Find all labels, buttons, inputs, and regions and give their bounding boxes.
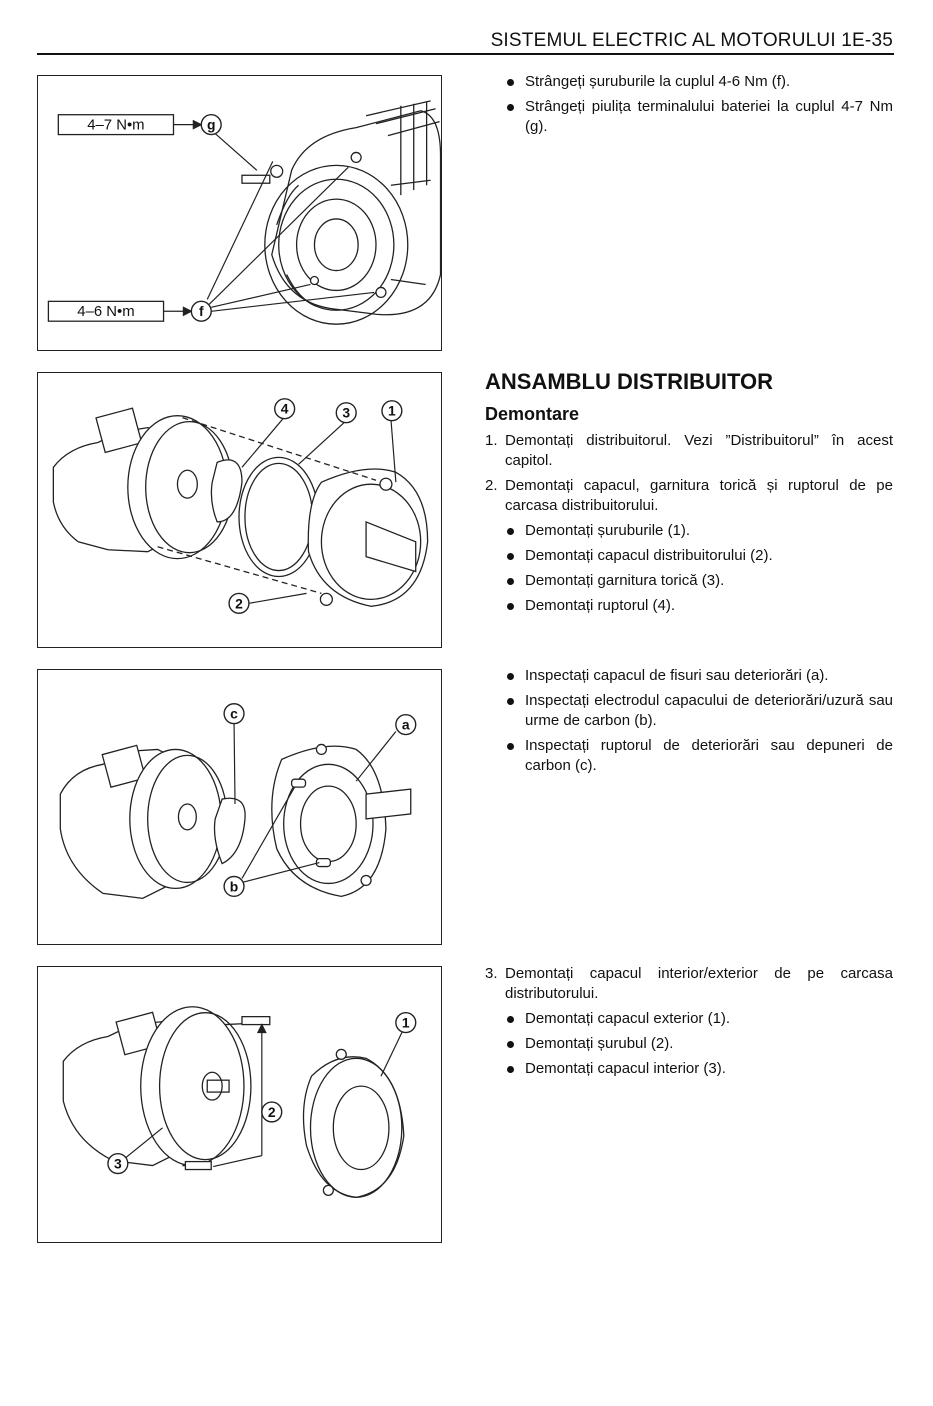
callout-1: 1: [388, 403, 396, 419]
step-item: 3. Demontați capacul interior/exterior d…: [485, 964, 893, 1004]
callout-2: 2: [235, 595, 243, 611]
inspection-bullet-list: Inspectați capacul de fisuri sau deterio…: [485, 666, 893, 776]
section-subtitle: Demontare: [485, 404, 580, 424]
distributor-exploded-illustration: 4 3 1 2: [52, 398, 429, 614]
torque-label-g: 4–7 N•m: [87, 118, 144, 134]
step-list: 1. Demontați distribuitorul. Vezi ”Distr…: [485, 431, 893, 516]
callout-b: b: [230, 878, 238, 894]
step-number: 1.: [485, 432, 498, 449]
list-item: Demontați garnitura torică (3).: [485, 571, 893, 591]
step-number: 3.: [485, 965, 498, 982]
list-item: Demontați ruptorul (4).: [485, 596, 893, 616]
header-rule: [37, 53, 894, 55]
section-alternator-torque: Strângeți șuruburile la cuplul 4-6 Nm (f…: [485, 72, 893, 142]
section-title: ANSAMBLU DISTRIBUITOR: [485, 369, 774, 394]
figure-distributor-inspection: c a b: [37, 669, 442, 945]
list-item: Strângeți șuruburile la cuplul 4-6 Nm (f…: [485, 72, 893, 92]
callout-4: 4: [281, 401, 289, 417]
list-item: Demontați capacul interior (3).: [485, 1059, 893, 1079]
callout-3: 3: [342, 405, 350, 421]
torque-bullet-list: Strângeți șuruburile la cuplul 4-6 Nm (f…: [485, 72, 893, 137]
page-header-title: SISTEMUL ELECTRIC AL MOTORULUI 1E-35: [490, 30, 893, 51]
callout-g: g: [207, 117, 215, 133]
list-item: Demontați capacul exterior (1).: [485, 1009, 893, 1029]
list-item: Strângeți piulița terminalului bateriei …: [485, 97, 893, 137]
list-item: Inspectați electrodul capacului de deter…: [485, 691, 893, 731]
step-text: Demontați capacul, garnitura torică și r…: [505, 477, 893, 514]
section-distributor-disassembly: ANSAMBLU DISTRIBUITOR Demontare 1. Demon…: [485, 369, 893, 621]
step-item: 2. Demontați capacul, garnitura torică ș…: [485, 476, 893, 516]
alternator-illustration: 4–7 N•m 4–6 N•m g f: [47, 100, 441, 325]
figure-alternator: 4–7 N•m 4–6 N•m g f: [37, 75, 442, 351]
step-text: Demontați capacul interior/exterior de p…: [505, 965, 893, 1002]
list-item: Demontați șuruburile (1).: [485, 521, 893, 541]
callout-a: a: [402, 717, 410, 733]
callout-3: 3: [114, 1156, 122, 1172]
callout-2: 2: [268, 1104, 276, 1120]
step-number: 2.: [485, 477, 498, 494]
step-text: Demontați distribuitorul. Vezi ”Distribu…: [505, 432, 893, 469]
list-item: Inspectați ruptorul de deteriorări sau d…: [485, 736, 893, 776]
step-item: 1. Demontați distribuitorul. Vezi ”Distr…: [485, 431, 893, 471]
list-item: Demontați capacul distribuitorului (2).: [485, 546, 893, 566]
callout-c: c: [230, 706, 238, 722]
list-item: Demontați șurubul (2).: [485, 1034, 893, 1054]
section-cover-removal: 3. Demontați capacul interior/exterior d…: [485, 964, 893, 1084]
callout-1: 1: [402, 1015, 410, 1031]
cover-bullet-list: Demontați capacul exterior (1). Demontaț…: [485, 1009, 893, 1079]
list-item: Inspectați capacul de fisuri sau deterio…: [485, 666, 893, 686]
step-list: 3. Demontați capacul interior/exterior d…: [485, 964, 893, 1004]
section-inspection: Inspectați capacul de fisuri sau deterio…: [485, 666, 893, 781]
figure-distributor-exploded: 4 3 1 2: [37, 372, 442, 648]
distributor-covers-illustration: 1 2 3: [62, 1006, 417, 1198]
torque-label-f: 4–6 N•m: [77, 304, 134, 320]
callout-f: f: [199, 303, 204, 319]
figure-distributor-covers: 1 2 3: [37, 966, 442, 1243]
disassembly-bullet-list: Demontați șuruburile (1). Demontați capa…: [485, 521, 893, 616]
distributor-inspection-illustration: c a b: [59, 703, 417, 899]
